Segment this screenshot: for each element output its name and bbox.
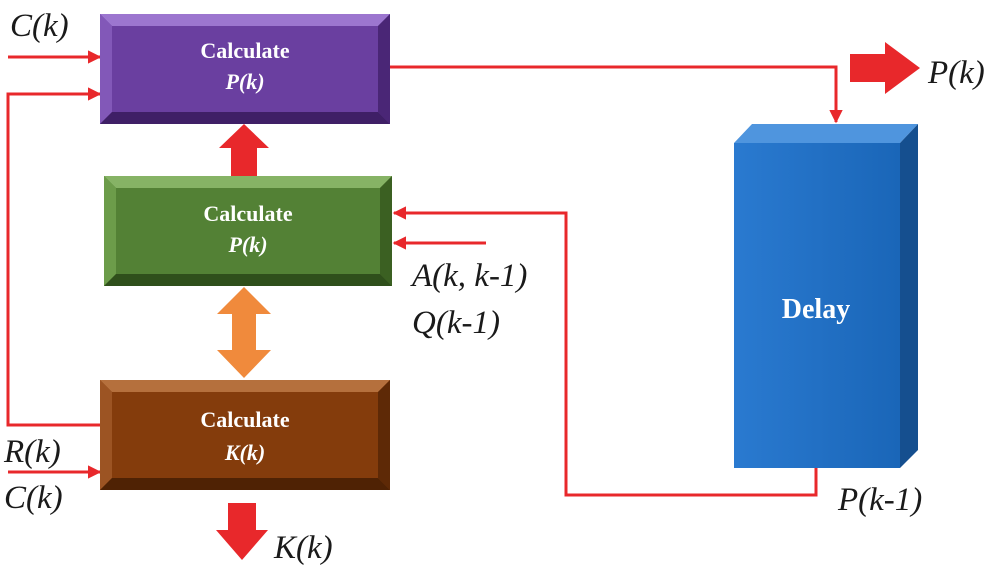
middle-box-var: P(k) bbox=[227, 232, 267, 257]
box-calc-p-top: Calculate P(k) bbox=[100, 14, 390, 124]
box-delay: Delay bbox=[734, 124, 918, 468]
block-arrow-k-out bbox=[216, 503, 268, 560]
label-c-top: C(k) bbox=[10, 8, 69, 44]
line-p-to-delay bbox=[390, 65, 843, 124]
top-box-title: Calculate bbox=[200, 38, 289, 63]
top-box-var: P(k) bbox=[224, 69, 264, 94]
label-q-in: Q(k-1) bbox=[412, 305, 500, 341]
box-calc-p-middle: Calculate P(k) bbox=[104, 176, 392, 286]
double-arrow bbox=[217, 287, 271, 378]
label-p-out: P(k) bbox=[927, 55, 985, 91]
label-r-in: R(k) bbox=[3, 434, 61, 470]
block-arrow-up bbox=[219, 124, 269, 176]
delay-label: Delay bbox=[782, 294, 850, 325]
middle-box-title: Calculate bbox=[203, 201, 292, 226]
label-k-out: K(k) bbox=[273, 530, 333, 566]
label-p-prev: P(k-1) bbox=[837, 482, 922, 518]
line-delay-to-middle bbox=[392, 206, 818, 497]
bottom-box-var: K(k) bbox=[224, 440, 265, 465]
bottom-box-title: Calculate bbox=[200, 407, 289, 432]
loop-k-to-top bbox=[6, 87, 102, 427]
block-arrow-p-out bbox=[850, 42, 920, 94]
label-a-in: A(k, k-1) bbox=[410, 258, 527, 294]
label-c-bottom: C(k) bbox=[4, 480, 63, 516]
connectors bbox=[6, 50, 843, 497]
box-calc-k: Calculate K(k) bbox=[100, 380, 390, 490]
